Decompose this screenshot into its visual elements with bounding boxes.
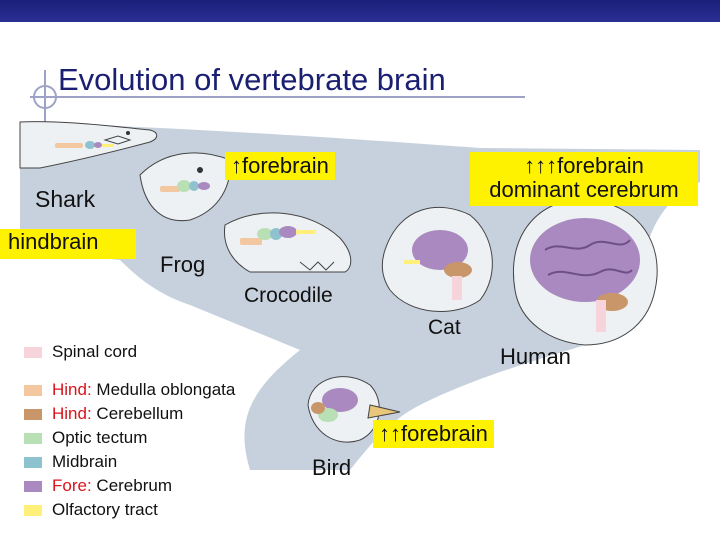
legend-text: Cerebellum <box>91 404 184 423</box>
bird-head <box>307 376 401 443</box>
legend-item-optic-tectum: Optic tectum <box>24 426 235 450</box>
forebrain-callout-triple: ↑↑↑forebrain dominant cerebrum <box>470 152 698 206</box>
cat-label: Cat <box>428 316 461 339</box>
legend-swatch <box>24 456 42 468</box>
frog-label: Frog <box>160 252 206 277</box>
brain-region-legend: Spinal cord Hind: Medulla oblongata Hind… <box>24 340 235 522</box>
legend-prefix: Hind: <box>52 404 92 423</box>
legend-text: Medulla oblongata <box>91 380 236 399</box>
legend-item-cerebrum: Fore: Cerebrum <box>24 474 235 498</box>
legend-swatch <box>24 346 42 358</box>
legend-prefix: Hind: <box>52 380 92 399</box>
cat-head <box>381 206 493 312</box>
legend-item-olfactory-tract: Olfactory tract <box>24 498 235 522</box>
slide-title: Evolution of vertebrate brain <box>58 62 446 97</box>
legend-swatch <box>24 408 42 420</box>
legend-text: Olfactory tract <box>52 500 158 519</box>
legend-swatch <box>24 384 42 396</box>
legend-item-spinal-cord: Spinal cord <box>24 340 235 364</box>
legend-item-midbrain: Midbrain <box>24 450 235 474</box>
crocodile-head <box>223 212 352 273</box>
legend-text: Spinal cord <box>52 342 138 361</box>
legend-text: Cerebrum <box>91 476 172 495</box>
legend-text: Midbrain <box>52 452 118 471</box>
legend-swatch <box>24 480 42 492</box>
hindbrain-callout: hindbrain <box>0 229 136 259</box>
legend-swatch <box>24 432 42 444</box>
legend-text: Optic tectum <box>52 428 148 447</box>
title-underline <box>30 96 525 98</box>
legend-item-medulla: Hind: Medulla oblongata <box>24 378 235 402</box>
crocodile-label: Crocodile <box>244 284 333 307</box>
forebrain-callout-single: ↑forebrain <box>225 152 335 180</box>
shark-label: Shark <box>35 186 96 212</box>
bird-label: Bird <box>312 455 352 480</box>
legend-prefix: Fore: <box>52 476 92 495</box>
forebrain-callout-triple-line1: ↑↑↑forebrain <box>524 153 644 178</box>
forebrain-callout-double: ↑↑forebrain <box>373 420 494 448</box>
legend-item-cerebellum: Hind: Cerebellum <box>24 402 235 426</box>
human-label: Human <box>500 344 571 369</box>
frog-head <box>139 152 231 222</box>
forebrain-callout-triple-line2: dominant cerebrum <box>489 177 679 202</box>
shark-head <box>19 121 158 169</box>
human-head <box>513 199 658 346</box>
legend-swatch <box>24 504 42 516</box>
slide-top-bar <box>0 0 720 22</box>
